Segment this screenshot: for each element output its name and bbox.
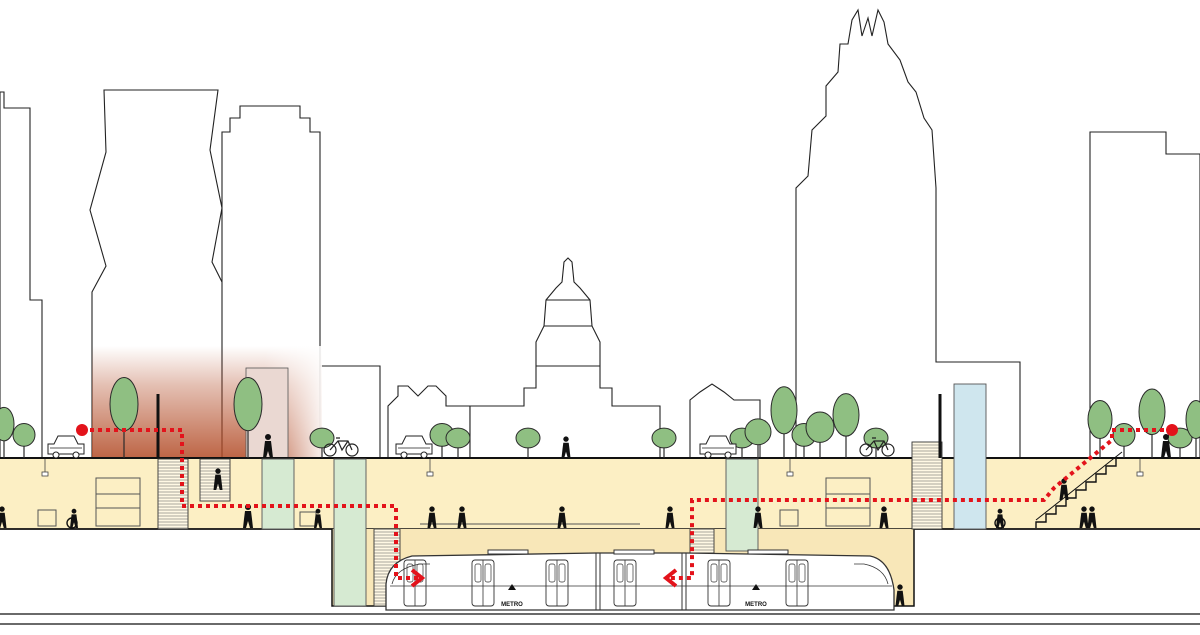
kiosk-small-right (779, 509, 799, 527)
tree-icon (770, 386, 798, 458)
building-far-left (0, 91, 43, 459)
tree-icon (515, 427, 541, 458)
train-nose-right (854, 563, 889, 585)
pedestrian-icon (314, 508, 322, 528)
pedestrian-icon (557, 506, 567, 528)
metro-logo: METRO (501, 584, 523, 608)
chevron-left-icon (662, 568, 678, 588)
pedestrian-icon (1079, 506, 1089, 528)
tree-icon (12, 423, 36, 458)
people (0, 434, 1171, 606)
tree-icon (744, 418, 772, 458)
escalator-icon (911, 441, 943, 530)
train-door (471, 559, 495, 607)
elevator-icon (261, 458, 295, 530)
cars (47, 435, 737, 459)
pedestrian-icon (457, 506, 467, 528)
tree-icon (1138, 388, 1166, 458)
metro-logo-text-left: METRO (501, 602, 523, 608)
escalator-icon (199, 458, 231, 502)
pedestrian-icon (665, 506, 675, 528)
elevator-icon (333, 458, 367, 607)
chevron-right-icon (410, 568, 426, 588)
tree-icon (805, 411, 835, 458)
stair-icon (1035, 457, 1126, 528)
train-roof-unit (613, 549, 655, 555)
tree-icon (1087, 400, 1113, 458)
pedestrian-icon (427, 506, 437, 528)
pedestrian-icon (561, 436, 571, 458)
capitol-drum-lines (536, 299, 600, 367)
bicycle-icon (859, 437, 895, 457)
kiosk-small-left (37, 509, 57, 527)
tree-icon (445, 427, 471, 458)
elevator-icon (953, 383, 987, 530)
train-door (613, 559, 637, 607)
ceiling-lamps (41, 459, 1144, 477)
building-spire-tower (795, 8, 1021, 459)
bicycles (323, 437, 895, 457)
route-left (82, 428, 420, 580)
light-rail-train: METRO METRO (385, 549, 895, 611)
metro-logo: METRO (745, 584, 767, 608)
street-poles (156, 394, 942, 458)
route-path (82, 428, 1172, 580)
pedestrian-icon (879, 506, 889, 528)
train-doors (403, 559, 809, 607)
elevators (261, 383, 987, 607)
pedestrian-icon (1087, 506, 1097, 528)
tree-icon (309, 427, 335, 458)
train-roof-unit (487, 549, 529, 555)
building-right-block (1089, 131, 1200, 459)
tree-icon (832, 393, 860, 458)
route-right (668, 428, 1172, 580)
car-icon (47, 435, 85, 459)
car-icon (699, 435, 737, 459)
elevator-icon (725, 458, 759, 552)
tree-icon (233, 377, 263, 458)
stair-rail (1035, 451, 1123, 521)
tree-icon (651, 427, 677, 458)
kiosk-left (95, 477, 141, 527)
pedestrian-icon (0, 506, 7, 528)
wheelchair-user-icon (66, 517, 78, 529)
pedestrian-icon (753, 506, 763, 528)
pedestrian-icon (1161, 434, 1171, 458)
train-roof-unit (747, 549, 789, 555)
red-dot-icon (1166, 424, 1178, 436)
train-door (707, 559, 731, 607)
pedestrian-icon (895, 584, 905, 606)
pedestrian-icon (263, 434, 273, 458)
trees (0, 377, 1200, 458)
train-door (785, 559, 809, 607)
capitol-building (469, 257, 661, 459)
train-nose-left (391, 563, 430, 585)
bicycle-icon (323, 437, 359, 457)
wheelchair-user-icon (994, 517, 1006, 529)
car-icon (395, 435, 433, 459)
tree-icon (0, 406, 15, 458)
train-body (385, 552, 895, 611)
train-door (545, 559, 569, 607)
tree-icon (1185, 400, 1200, 458)
metro-logo-text-right: METRO (745, 602, 767, 608)
red-dot-icon (76, 424, 88, 436)
pedestrian-icon (213, 468, 223, 490)
